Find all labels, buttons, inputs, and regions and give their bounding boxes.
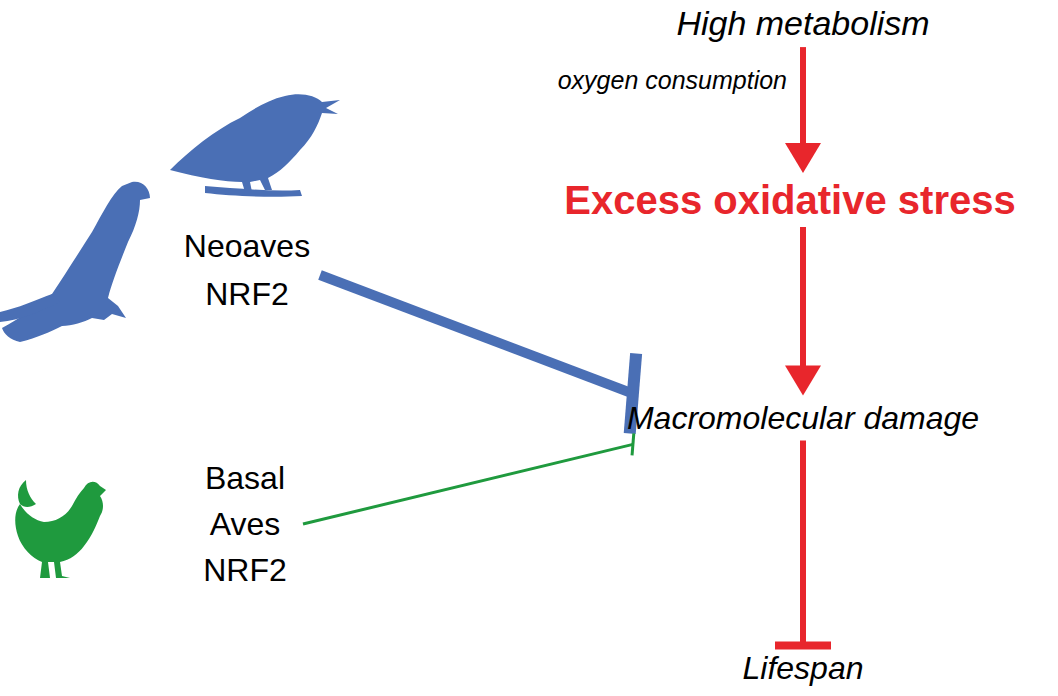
activation-arrow [785, 227, 821, 396]
node-text: Macromolecular damage [627, 400, 979, 437]
gene-label: Basal Aves NRF2 [191, 453, 299, 595]
connector-line [320, 275, 633, 394]
inhibition-line [303, 433, 634, 524]
node-text: High metabolism [676, 4, 929, 43]
inhibition-line [775, 440, 831, 645]
inhibition-line [320, 275, 636, 434]
stress-label: Excess oxidative stress [560, 175, 1019, 225]
arrow-head [785, 143, 821, 173]
rooster-tail [18, 480, 36, 507]
crow-silhouette [170, 94, 340, 192]
falcon-silhouette [2, 182, 150, 342]
outcome-label: Lifespan [739, 648, 868, 689]
connector-line [800, 227, 806, 368]
connector-line [800, 440, 806, 645]
process-label: High metabolism [672, 2, 933, 45]
gene-label: Neoaves NRF2 [178, 220, 316, 320]
crow-perch [205, 186, 302, 197]
node-text: Excess oxidative stress [564, 177, 1015, 223]
damage-label: Macromolecular damage [623, 398, 983, 439]
edge-label: oxygen consumption [556, 66, 789, 95]
arrow-head [785, 366, 821, 396]
falcon-tail [0, 294, 60, 322]
node-text: Basal Aves NRF2 [195, 455, 295, 593]
inhibition-bar [775, 642, 831, 650]
activation-arrow [785, 47, 821, 173]
node-text: Neoaves NRF2 [182, 222, 312, 318]
node-text: Lifespan [743, 650, 864, 687]
connector-line [800, 47, 806, 145]
connector-line [303, 444, 633, 524]
inhibition-bar [632, 433, 634, 455]
